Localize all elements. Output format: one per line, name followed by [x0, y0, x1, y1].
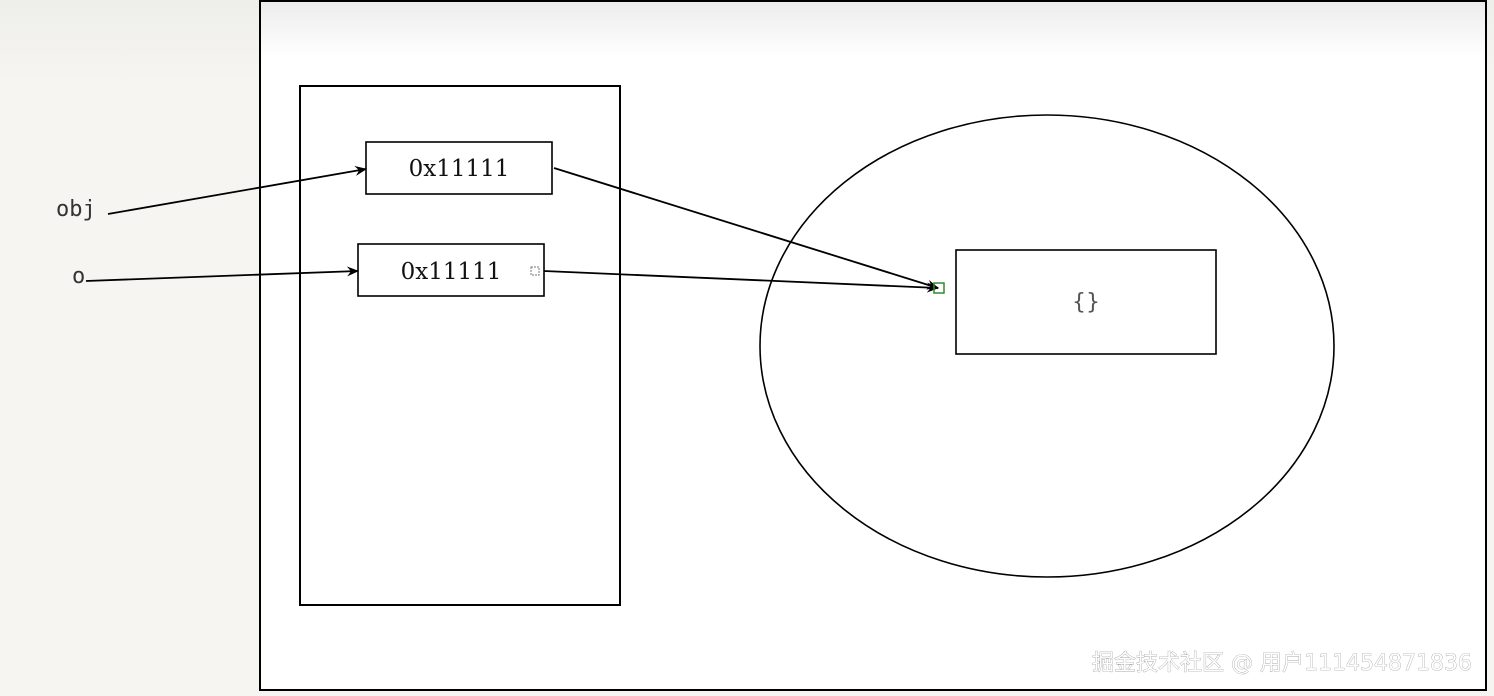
variable-obj-label: obj [56, 197, 96, 222]
canvas-top-shade [261, 2, 1485, 57]
variable-o-label: o [72, 264, 85, 289]
stack-cell-2 [357, 243, 545, 297]
connector-handle-cell-2 [530, 266, 540, 276]
arrow-obj-to-cell-1 [107, 165, 367, 215]
stack-region [299, 85, 621, 606]
heap-region [759, 114, 1335, 578]
heap-object-literal: {} [1072, 290, 1100, 315]
stack-cell-2-address: 0x11111 [401, 259, 502, 285]
heap-object [955, 249, 1217, 355]
drawing-canvas [259, 0, 1487, 691]
arrow-cell-2-to-heap-object [543, 270, 939, 293]
watermark: 掘金技术社区 @ 用户111454871836 [1092, 651, 1472, 676]
stack-cell-1 [365, 141, 553, 195]
arrow-cell-1-to-heap-object [553, 167, 939, 290]
arrow-o-to-cell-2 [85, 266, 359, 282]
connector-handle-heap-object [933, 282, 945, 294]
stack-cell-1-address: 0x11111 [409, 156, 510, 182]
